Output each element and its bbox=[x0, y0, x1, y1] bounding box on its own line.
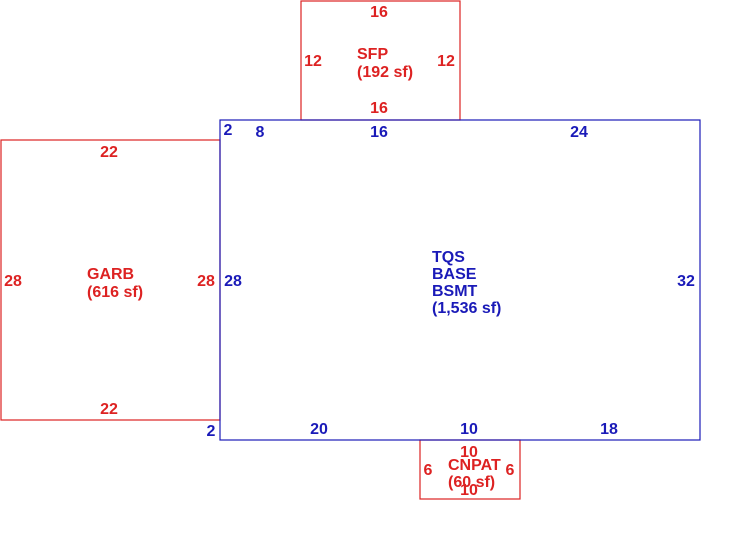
main-top-dimension-d: 24 bbox=[570, 124, 588, 141]
garb-right-dimension: 28 bbox=[197, 273, 215, 290]
garb-left-dimension: 28 bbox=[4, 273, 22, 290]
garb-bottom-dimension: 22 bbox=[100, 401, 118, 418]
cnpat-area: (60 sf) bbox=[448, 474, 495, 491]
main-code-line1: TQS bbox=[432, 249, 465, 266]
main-code-line3: BSMT bbox=[432, 283, 478, 300]
cnpat-right-dimension: 6 bbox=[506, 462, 515, 479]
cnpat-bottom-dimension: 10 bbox=[460, 482, 478, 499]
sfp-bottom-dimension: 16 bbox=[370, 100, 388, 117]
main-top-dimension-a: 2 bbox=[224, 122, 233, 139]
garb-area: (616 sf) bbox=[87, 284, 143, 301]
main-bottom-dimension-c: 10 bbox=[460, 421, 478, 438]
sfp-area: (192 sf) bbox=[357, 64, 413, 81]
main-code-line2: BASE bbox=[432, 266, 477, 283]
garb-code: GARB bbox=[87, 266, 134, 283]
main-bottom-dimension-a: 2 bbox=[207, 423, 216, 440]
main-top-dimension-c: 16 bbox=[370, 124, 388, 141]
sfp-left-dimension: 12 bbox=[304, 53, 322, 70]
cnpat-top-dimension: 10 bbox=[460, 444, 478, 461]
cnpat-code: CNPAT bbox=[448, 457, 501, 474]
sfp-top-dimension: 16 bbox=[370, 4, 388, 21]
garb-top-dimension: 22 bbox=[100, 144, 118, 161]
main-right-dimension: 32 bbox=[677, 273, 695, 290]
cnpat-left-dimension: 6 bbox=[424, 462, 433, 479]
sfp-code: SFP bbox=[357, 46, 388, 63]
main-bottom-dimension-b: 20 bbox=[310, 421, 328, 438]
main-left-dimension: 28 bbox=[224, 273, 242, 290]
sfp-right-dimension: 12 bbox=[437, 53, 455, 70]
main-top-dimension-b: 8 bbox=[256, 124, 265, 141]
main-outline bbox=[219, 119, 701, 441]
main-area: (1,536 sf) bbox=[432, 300, 501, 317]
main-bottom-dimension-d: 18 bbox=[600, 421, 618, 438]
